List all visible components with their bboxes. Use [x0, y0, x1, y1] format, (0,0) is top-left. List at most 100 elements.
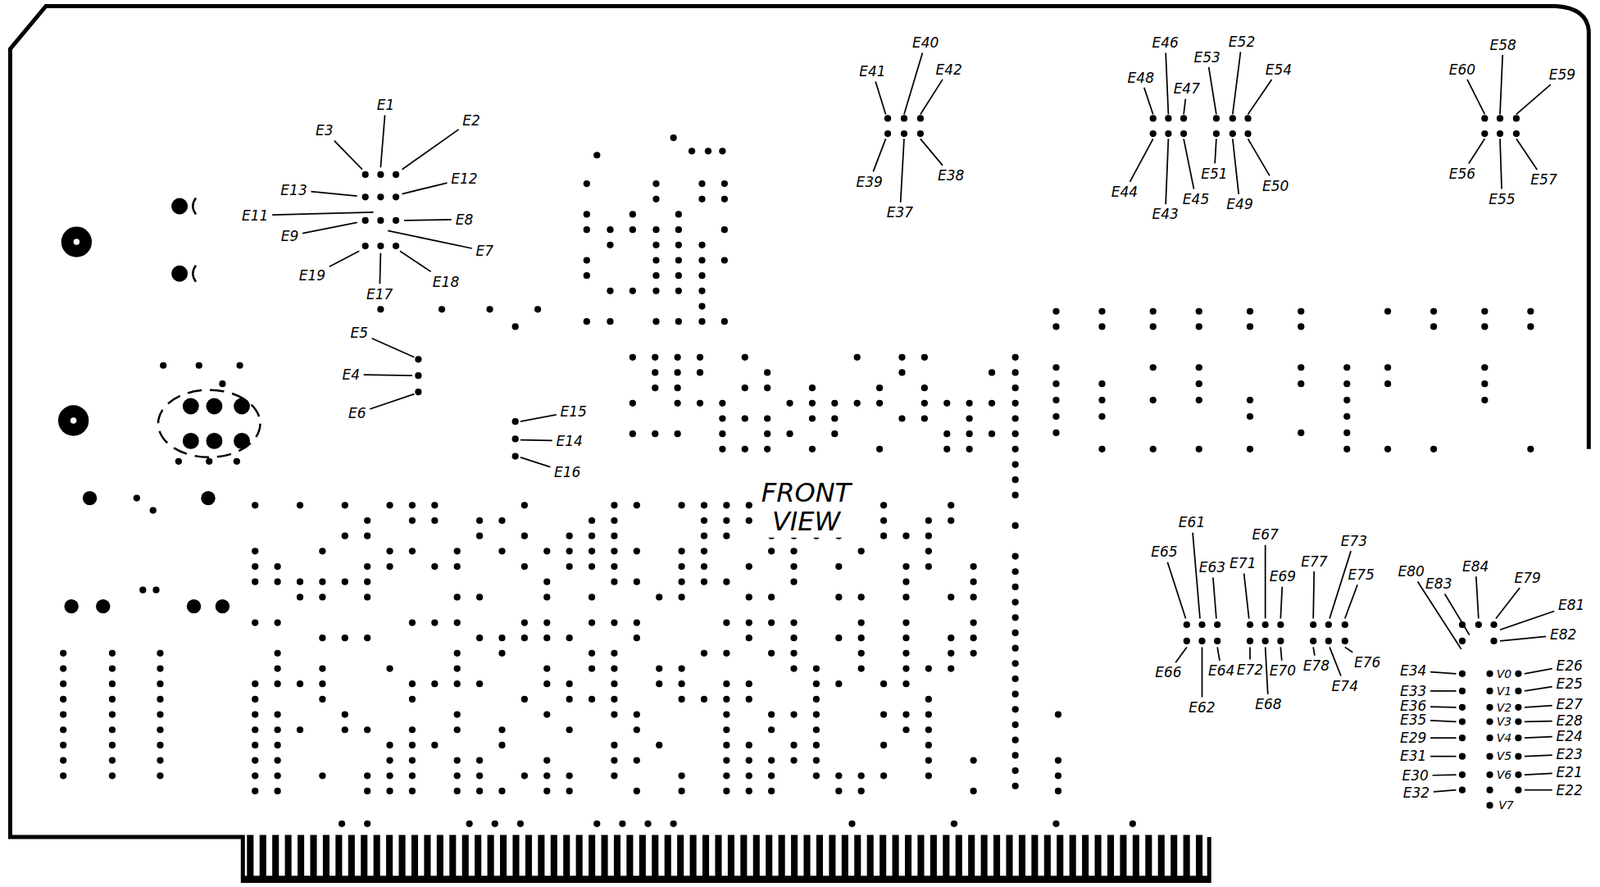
solder-pad: [466, 820, 473, 828]
contact-finger: [1069, 834, 1077, 878]
solder-pad: [925, 726, 932, 733]
leader-line: [1524, 754, 1553, 757]
pad-label: E7: [475, 244, 496, 259]
pad-label: E26: [1554, 658, 1583, 673]
solder-pad: [583, 318, 591, 325]
contact-finger: [348, 834, 355, 878]
leader-line: [387, 230, 473, 249]
leader-line: [520, 414, 557, 422]
solder-pad: [880, 501, 887, 509]
contact-finger: [1183, 834, 1191, 878]
leader-line: [520, 457, 550, 468]
solder-pad: [1012, 522, 1019, 529]
solder-pad: [610, 756, 618, 764]
solder-pad: [675, 318, 682, 325]
solder-pad: [1052, 396, 1060, 404]
solder-pad: [1012, 445, 1019, 453]
hole-mark: [192, 265, 196, 282]
pad-label: E22: [1554, 782, 1583, 797]
solder-pad: [610, 741, 618, 749]
solder-pad: [722, 680, 730, 687]
solder-pad: [1262, 621, 1269, 628]
solder-pad: [741, 445, 749, 453]
solder-pad: [454, 787, 461, 795]
pad-label: E45: [1181, 191, 1210, 206]
solder-pad: [925, 664, 932, 672]
solder-pad: [745, 517, 753, 524]
solder-pad: [1012, 705, 1019, 713]
solder-pad: [205, 458, 213, 465]
solder-pad: [543, 593, 550, 600]
solder-pad: [674, 400, 682, 407]
contact-finger: [1170, 834, 1178, 878]
contact-finger: [474, 834, 482, 878]
solder-pad: [1012, 491, 1019, 499]
pad-label: E78: [1302, 658, 1331, 673]
solder-pad: [1150, 130, 1157, 137]
solder-pad: [588, 664, 596, 672]
solder-pad: [677, 501, 685, 509]
leader-line: [1265, 646, 1269, 694]
leader-line: [1430, 720, 1456, 723]
solder-pad: [677, 695, 685, 703]
solder-pad: [677, 578, 685, 586]
solder-pad: [745, 501, 753, 509]
solder-pad: [880, 532, 887, 540]
solder-pad: [409, 618, 416, 626]
solder-pad: [835, 634, 842, 641]
pad-label: E12: [450, 171, 478, 186]
solder-pad: [876, 445, 883, 453]
leader-line: [1418, 581, 1462, 649]
solder-pad: [409, 547, 416, 555]
contact-finger: [322, 834, 330, 878]
solder-pad: [745, 772, 753, 779]
solder-pad: [341, 532, 349, 540]
pad-label: E3: [314, 123, 335, 138]
solder-pad: [633, 787, 641, 795]
solder-pad: [109, 756, 116, 764]
solder-pad: [790, 650, 797, 657]
solder-pad: [902, 710, 910, 718]
solder-pad: [1195, 322, 1203, 330]
solder-pad: [1246, 621, 1254, 628]
solder-pad: [633, 578, 641, 586]
solder-pad: [884, 130, 891, 137]
solder-pad: [655, 680, 663, 687]
contact-finger: [626, 834, 633, 878]
pad-label: E27: [1554, 696, 1583, 711]
solder-pad: [1012, 659, 1019, 667]
solder-pad: [251, 618, 259, 626]
solder-pad: [1054, 710, 1062, 718]
solder-pad: [476, 634, 483, 641]
contact-finger: [335, 834, 342, 878]
leader-line: [1167, 562, 1186, 619]
solder-pad: [763, 414, 771, 422]
solder-pad: [835, 680, 842, 687]
solder-pad: [1459, 718, 1466, 725]
leader-line: [1524, 772, 1553, 775]
contact-finger: [576, 834, 583, 878]
solder-pad: [835, 772, 842, 779]
solder-pad: [1297, 322, 1305, 330]
solder-pad: [274, 680, 282, 687]
solder-pad: [1012, 599, 1019, 606]
pad-label: E33: [1399, 683, 1428, 698]
solder-pad: [677, 563, 685, 570]
solder-pad: [1384, 380, 1391, 387]
solder-pad: [1246, 322, 1254, 330]
solder-pad: [215, 599, 230, 614]
solder-pad: [392, 242, 400, 250]
solder-pad: [1246, 445, 1254, 453]
pad-label: E8: [454, 212, 475, 227]
solder-pad: [1198, 621, 1205, 628]
solder-pad: [566, 695, 573, 703]
solder-pad: [745, 741, 753, 749]
solder-pad: [655, 664, 663, 672]
leader-line: [1249, 646, 1251, 660]
solder-pad: [296, 593, 304, 600]
solder-pad: [925, 772, 932, 779]
pad-label: E65: [1150, 545, 1178, 560]
solder-pad: [1183, 621, 1191, 628]
solder-pad: [377, 242, 384, 250]
solder-pad: [566, 680, 573, 687]
